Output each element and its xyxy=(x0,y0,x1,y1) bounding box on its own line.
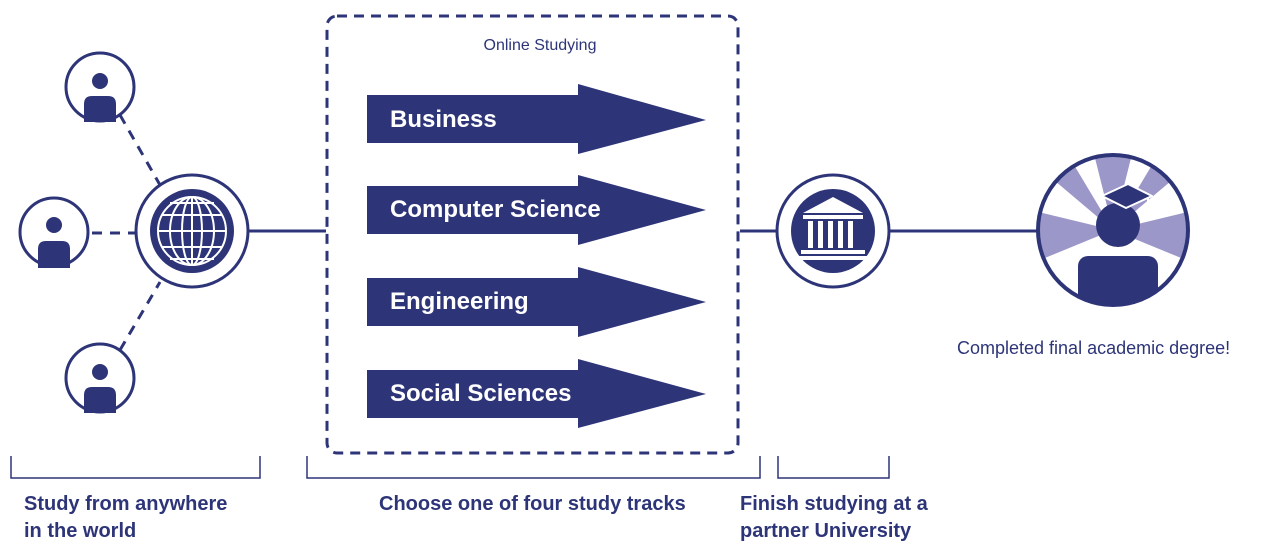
university-building-icon xyxy=(775,173,891,289)
step-brackets xyxy=(10,456,890,479)
track-arrow-business xyxy=(367,84,706,154)
step-label-tracks: Choose one of four study tracks xyxy=(379,491,686,518)
step-label-anywhere-line2: in the world xyxy=(24,520,137,542)
track-label-social-sciences: Social Sciences xyxy=(390,380,572,407)
step-label-anywhere-line1: Study from anywhere xyxy=(24,493,228,515)
globe-icon xyxy=(134,173,250,289)
graduate-icon xyxy=(1036,153,1190,307)
track-label-business: Business xyxy=(390,106,497,133)
track-arrow-engineering xyxy=(367,267,706,337)
track-arrow-computer-science xyxy=(367,175,706,245)
track-arrows xyxy=(367,84,706,428)
person-icon xyxy=(18,196,90,268)
track-arrow-social-sciences xyxy=(367,359,706,428)
step-label-anywhere: Study from anywhere in the world xyxy=(24,491,227,545)
step-label-university-line2: partner University xyxy=(740,520,912,542)
online-studying-box xyxy=(325,14,740,455)
online-studying-title: Online Studying xyxy=(483,37,597,54)
student-connectors xyxy=(92,114,162,351)
person-icon xyxy=(64,51,136,123)
track-label-computer-science: Computer Science xyxy=(390,196,601,223)
step-label-tracks-line1: Choose one of four study tracks xyxy=(379,493,686,515)
final-degree-label: Completed final academic degree! xyxy=(957,338,1231,358)
step-label-university: Finish studying at a partner University xyxy=(740,491,928,545)
step-label-university-line1: Finish studying at a xyxy=(740,493,928,515)
person-icon xyxy=(64,342,136,414)
track-label-engineering: Engineering xyxy=(390,288,529,315)
